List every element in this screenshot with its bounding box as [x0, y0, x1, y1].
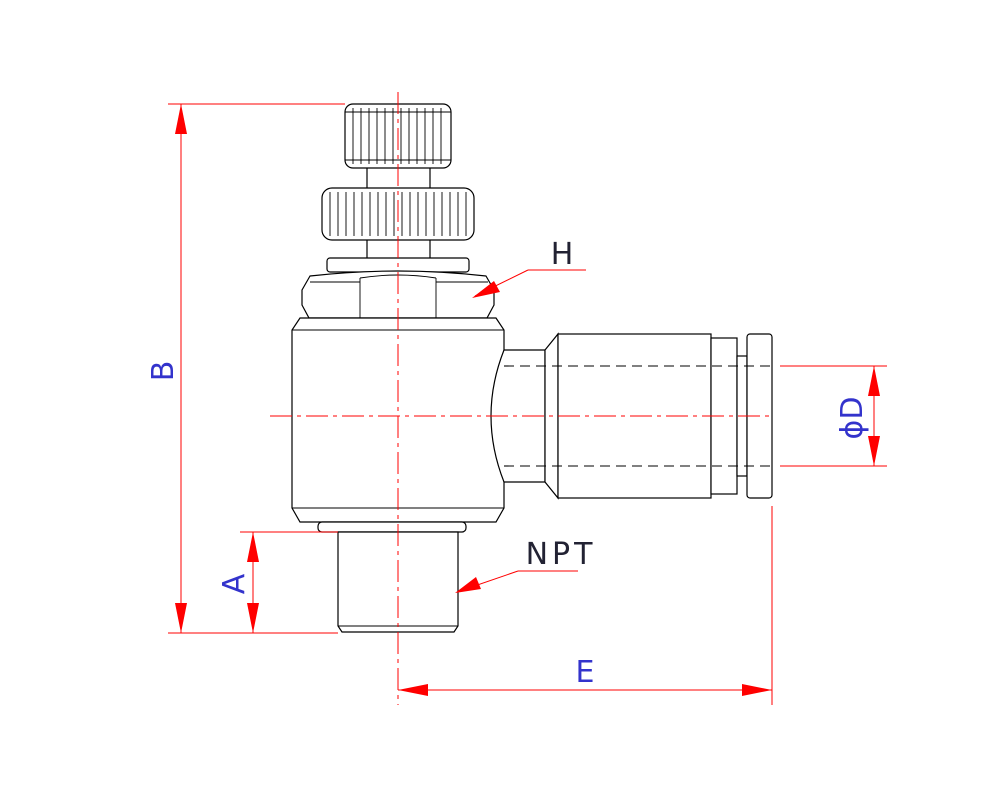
needle-stem [366, 168, 431, 188]
dimension-d-arrow-bottom [868, 436, 880, 466]
leader-npt [455, 570, 578, 593]
leader-npt-arrow [455, 577, 481, 593]
label-npt: NPT [526, 537, 597, 572]
dimension-b-arrow-bottom [175, 603, 187, 633]
label-a: A [217, 573, 252, 594]
label-e: E [576, 655, 595, 690]
leader-h-arrow [472, 281, 500, 298]
label-b: B [146, 361, 181, 382]
npt-thread [317, 521, 467, 633]
dimension-a-arrow-top [247, 532, 259, 562]
dimension-e [398, 506, 773, 705]
dimension-d-arrow-top [868, 366, 880, 396]
hex-nut [301, 270, 495, 319]
dimension-b [168, 103, 345, 634]
dimension-a [240, 531, 338, 633]
label-phi-d: ϕD [835, 397, 870, 440]
lower-stem [366, 240, 431, 258]
dimension-phi-d [780, 365, 887, 467]
dimension-a-arrow-bottom [247, 603, 259, 633]
dimension-e-arrow-left [398, 684, 428, 696]
dimension-b-arrow-top [175, 104, 187, 134]
label-h: H [551, 237, 574, 272]
leader-h [472, 269, 586, 298]
dimension-e-arrow-right [742, 684, 772, 696]
